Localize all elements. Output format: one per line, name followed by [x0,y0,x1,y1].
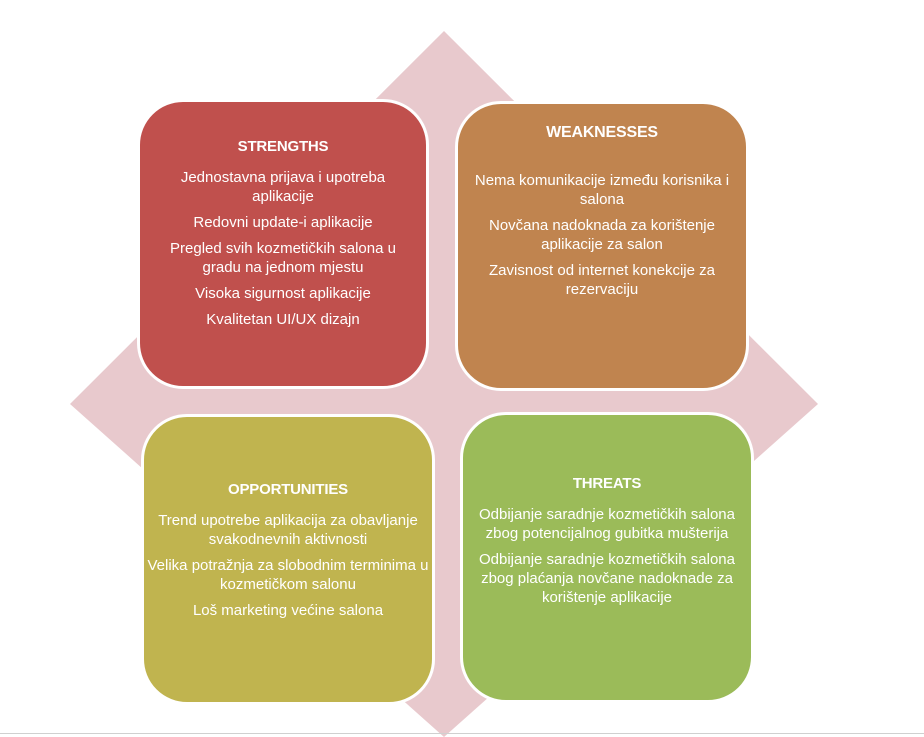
strengths-item: Pregled svih kozmetičkih salona u gradu … [170,240,396,276]
strengths-item: Kvalitetan UI/UX dizajn [206,311,360,328]
threats-title: THREATS [572,475,642,492]
strengths-item: Redovni update-i aplikacije [193,214,373,231]
weaknesses-box: WEAKNESSES Nema komunikacije između kori… [455,101,749,391]
opportunities-title: OPPORTUNITIES [228,481,348,498]
bottom-divider [0,733,924,734]
threats-item: Odbijanje saradnje kozmetičkih salona zb… [479,551,735,606]
strengths-title: STRENGTHS [237,138,329,155]
strengths-box: STRENGTHS Jednostavna prijava i upotreba… [137,99,429,389]
weaknesses-item: Novčana nadoknada za korištenje aplikaci… [489,217,715,253]
strengths-item: Visoka sigurnost aplikacije [195,285,371,302]
opportunities-item: Velika potražnja za slobodnim terminima … [147,557,429,593]
weaknesses-item: Nema komunikacije između korisnika i sal… [474,172,730,208]
strengths-item: Jednostavna prijava i upotreba aplikacij… [180,169,386,205]
opportunities-item: Loš marketing većine salona [192,602,384,619]
opportunities-item: Trend upotrebe aplikacija za obavljanje … [158,512,418,548]
weaknesses-title: WEAKNESSES [546,124,658,141]
weaknesses-item: Zavisnost od internet konekcije za rezer… [489,262,715,298]
threats-item: Odbijanje saradnje kozmetičkih salona zb… [479,506,735,542]
threats-box: THREATS Odbijanje saradnje kozmetičkih s… [460,412,754,703]
opportunities-box: OPPORTUNITIES Trend upotrebe aplikacija … [141,414,435,705]
